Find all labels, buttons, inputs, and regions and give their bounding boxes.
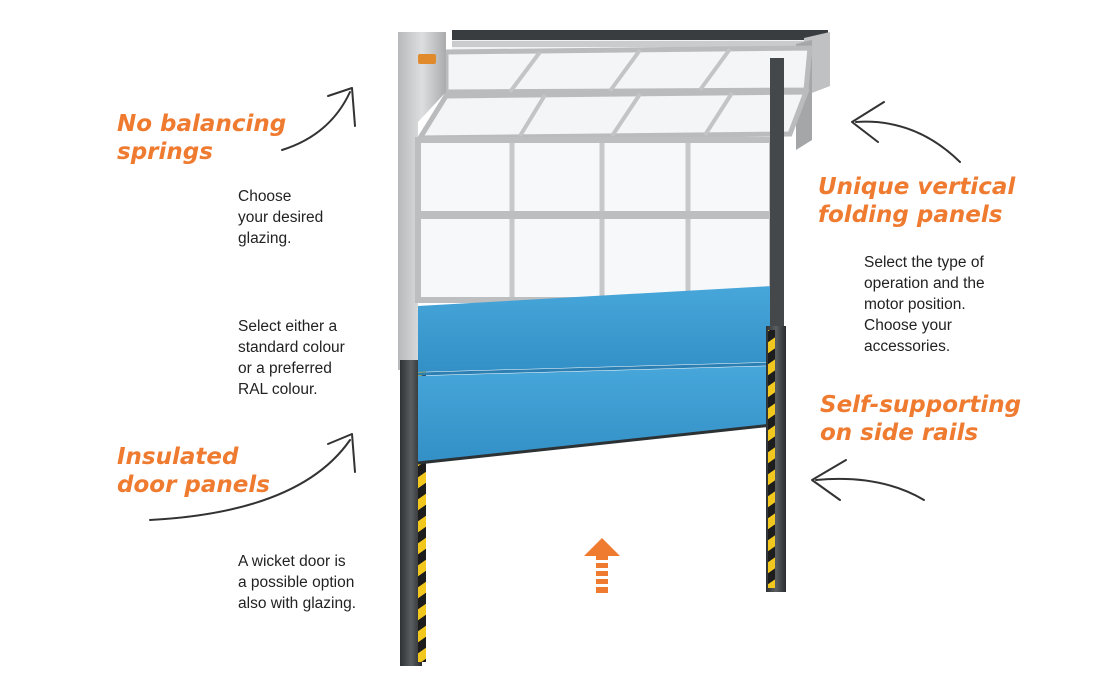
curved-arrow-icon xyxy=(811,459,925,501)
note-colour: Select either a standard colour or a pre… xyxy=(238,318,345,398)
curved-arrow-icon xyxy=(851,101,961,163)
upper-folded-panels xyxy=(415,45,813,141)
callout-self-supporting-side-rails: Self-supporting on side rails xyxy=(820,392,1022,446)
left-post xyxy=(398,32,446,666)
note-glazing: Choose your desired glazing. xyxy=(238,188,324,247)
up-arrow-icon xyxy=(584,538,620,593)
note-operation: Select the type of operation and the mot… xyxy=(864,254,985,355)
curved-arrow-icon xyxy=(149,433,356,521)
callout-insulated-door-panels: Insulated door panels xyxy=(117,444,270,498)
right-rail xyxy=(766,58,786,592)
callout-unique-vertical-folding-panels: Unique vertical folding panels xyxy=(818,174,1016,228)
curved-arrow-icon xyxy=(281,87,356,151)
insulated-panels xyxy=(417,286,773,465)
note-wicket-door: A wicket door is a possible option also … xyxy=(238,553,357,612)
glazed-panels xyxy=(415,137,775,303)
callout-no-balancing-springs: No balancing springs xyxy=(117,111,287,165)
